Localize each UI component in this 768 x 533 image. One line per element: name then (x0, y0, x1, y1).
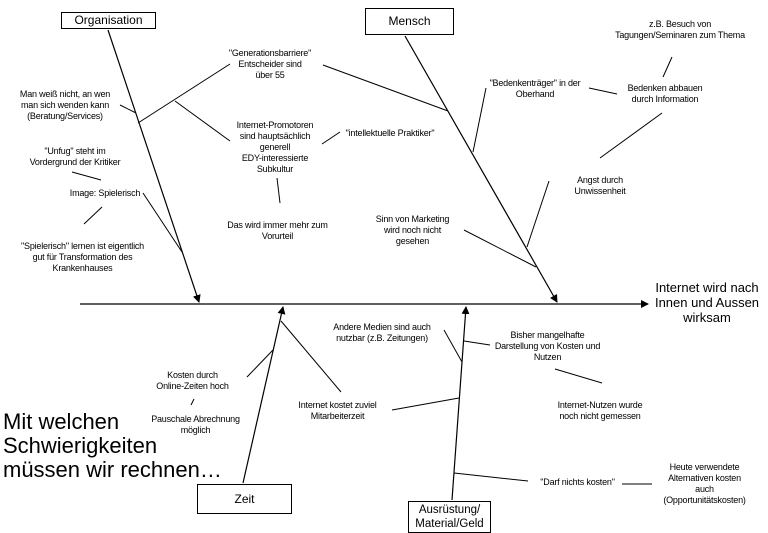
cause-org-spielerisch: "Spielerisch" lernen ist eigentlich gut … (21, 241, 144, 273)
cause-men-bedenken: Bedenken abbauen durch Information (627, 83, 703, 104)
cause-mat-medien: Andere Medien sind auch nutzbar (z.B. Ze… (333, 322, 431, 343)
cause-org-promotoren: Internet-Promotoren sind hauptsächlich g… (236, 120, 314, 174)
category-material: Ausrüstung/ Material/Geld (408, 501, 491, 533)
branch-mat-darf (453, 472, 529, 482)
branch-zeit-pauschale (190, 398, 195, 406)
branch-men-besuch (662, 56, 673, 78)
branch-org-promotoren (174, 100, 231, 142)
cause-mat-nutzen: Internet-Nutzen wurde noch nicht gemesse… (557, 400, 643, 421)
branch-men-angst (599, 112, 663, 159)
cause-zeit-kosten: Kosten durch Online-Zeiten hoch (156, 370, 229, 391)
cause-org-vorurteil: Das wird immer mehr zum Vorurteil (227, 220, 328, 241)
branch-mat-nutzen (554, 368, 603, 384)
branch-men-angst2 (526, 180, 550, 248)
branch-men-bedenkentraeger (472, 87, 487, 153)
branch-org-spielerisch (83, 206, 103, 225)
cause-zeit-mitarbeiter: Internet kostet zuviel Mitarbeiterzeit (298, 400, 377, 421)
branch-org-wen (119, 104, 137, 114)
branch-mat-medien (443, 329, 463, 363)
branch-org-praktiker (321, 131, 341, 145)
cause-org-praktiker: "intellektuelle Praktiker" (345, 128, 435, 138)
category-mensch: Mensch (365, 8, 454, 35)
branch-org-vorurteil (276, 177, 281, 204)
cause-mat-alternativen: Heute verwendete Alternativen kosten auc… (663, 462, 746, 505)
cause-men-marketing: Sinn von Marketing wird noch nicht geseh… (375, 214, 450, 246)
question-text: Mit welchen Schwierigkeiten müssen wir r… (3, 409, 222, 482)
cause-org-unfug: "Unfug" steht im Vordergrund der Kritike… (29, 146, 121, 167)
branch-org-unfug (71, 171, 102, 181)
cause-org-generation: "Generationsbarriere" Entscheider sind ü… (228, 48, 312, 80)
cause-zeit-pauschale: Pauschale Abrechnung möglich (151, 414, 240, 435)
branch-men-marketing (463, 229, 537, 268)
cause-org-wen: Man weiß nicht, an wen man sich wenden k… (19, 89, 111, 121)
branch-org-generation (137, 63, 231, 124)
branch-zeit-mitarbeiter (280, 320, 342, 393)
cause-mat-darf: "Darf nichts kosten" (540, 477, 615, 487)
branch-mat-mitarbeiter (391, 397, 460, 411)
cause-men-angst: Angst durch Unwissenheit (574, 175, 626, 196)
branch-men-generation (322, 64, 449, 112)
cause-mat-darstellung: Bisher mangelhafte Darstellung von Koste… (494, 330, 601, 362)
category-organisation: Organisation (61, 12, 156, 29)
cause-org-image: Image: Spielerisch (69, 188, 141, 198)
cause-men-besuch: z.B. Besuch von Tagungen/Seminaren zum T… (615, 19, 745, 40)
bone-mensch (404, 35, 558, 303)
cause-men-bedenkentraeger: "Bedenkenträger" in der Oberhand (489, 78, 581, 99)
bone-zeit (242, 306, 286, 484)
branch-zeit-kosten (246, 349, 274, 378)
branch-mat-darstellung (463, 340, 491, 346)
branch-org-image (142, 192, 183, 253)
bone-material (451, 306, 470, 501)
category-zeit: Zeit (197, 484, 292, 514)
branch-men-bedenken (588, 87, 618, 95)
effect-label: Internet wird nach Innen und Aussen wirk… (654, 280, 760, 325)
bone-organisation (107, 29, 201, 303)
